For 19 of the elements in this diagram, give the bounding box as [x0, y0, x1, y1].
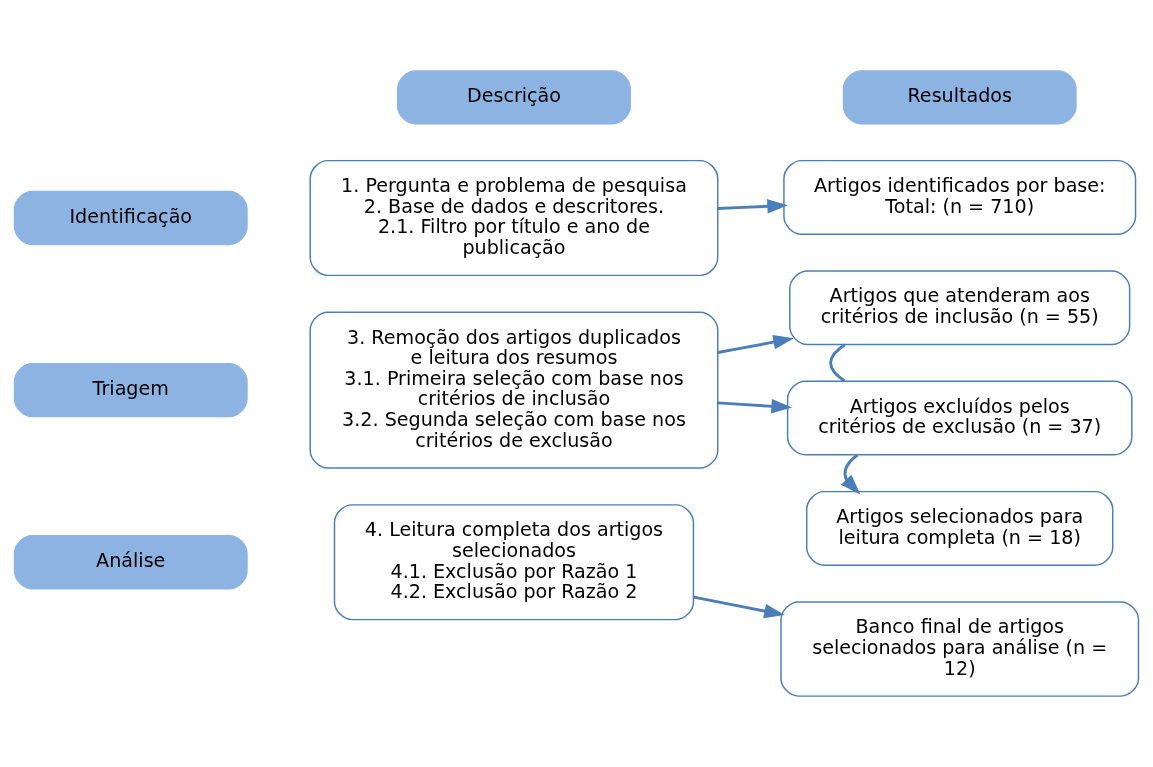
node-box: Triagem [13, 362, 248, 418]
node-box: Artigos excluídos pelos critérios de exclusão (n = 37) [786, 380, 1133, 456]
node-box: Identificação [13, 190, 248, 246]
connector [829, 343, 846, 383]
node-box: 3. Remoção dos artigos duplicados e leitura dos resumos 3.1. Primeira seleção com base nos critérios de inclusão 3.2. Segunda seleção com base nos critérios de exclusão [309, 311, 719, 469]
node-box: Descrição [397, 70, 631, 125]
arrow [717, 399, 792, 414]
arrow [718, 199, 788, 214]
node-box: Artigos que atenderam aos critérios de inclusão (n = 55) [789, 270, 1131, 346]
arrow [693, 595, 785, 619]
node-box: Banco final de artigos selecionados para análise (n = 12) [780, 601, 1140, 697]
arrow [717, 335, 794, 354]
node-box: 4. Leitura completa dos artigos selecionados 4.1. Exclusão por Razão 1 4.2. Exclusão por Razão 2 [333, 504, 695, 621]
arrow [840, 453, 861, 495]
node-box: Artigos selecionados para leitura completa (n = 18) [806, 490, 1114, 566]
node-box: Resultados [842, 70, 1077, 125]
node-box: 1. Pergunta e problema de pesquisa 2. Base de dados e descritores. 2.1. Filtro por título e ano de publicação [309, 159, 719, 277]
node-box: Artigos identificados por base: Total: (n = 710) [783, 159, 1137, 235]
node-box: Análise [13, 535, 248, 590]
